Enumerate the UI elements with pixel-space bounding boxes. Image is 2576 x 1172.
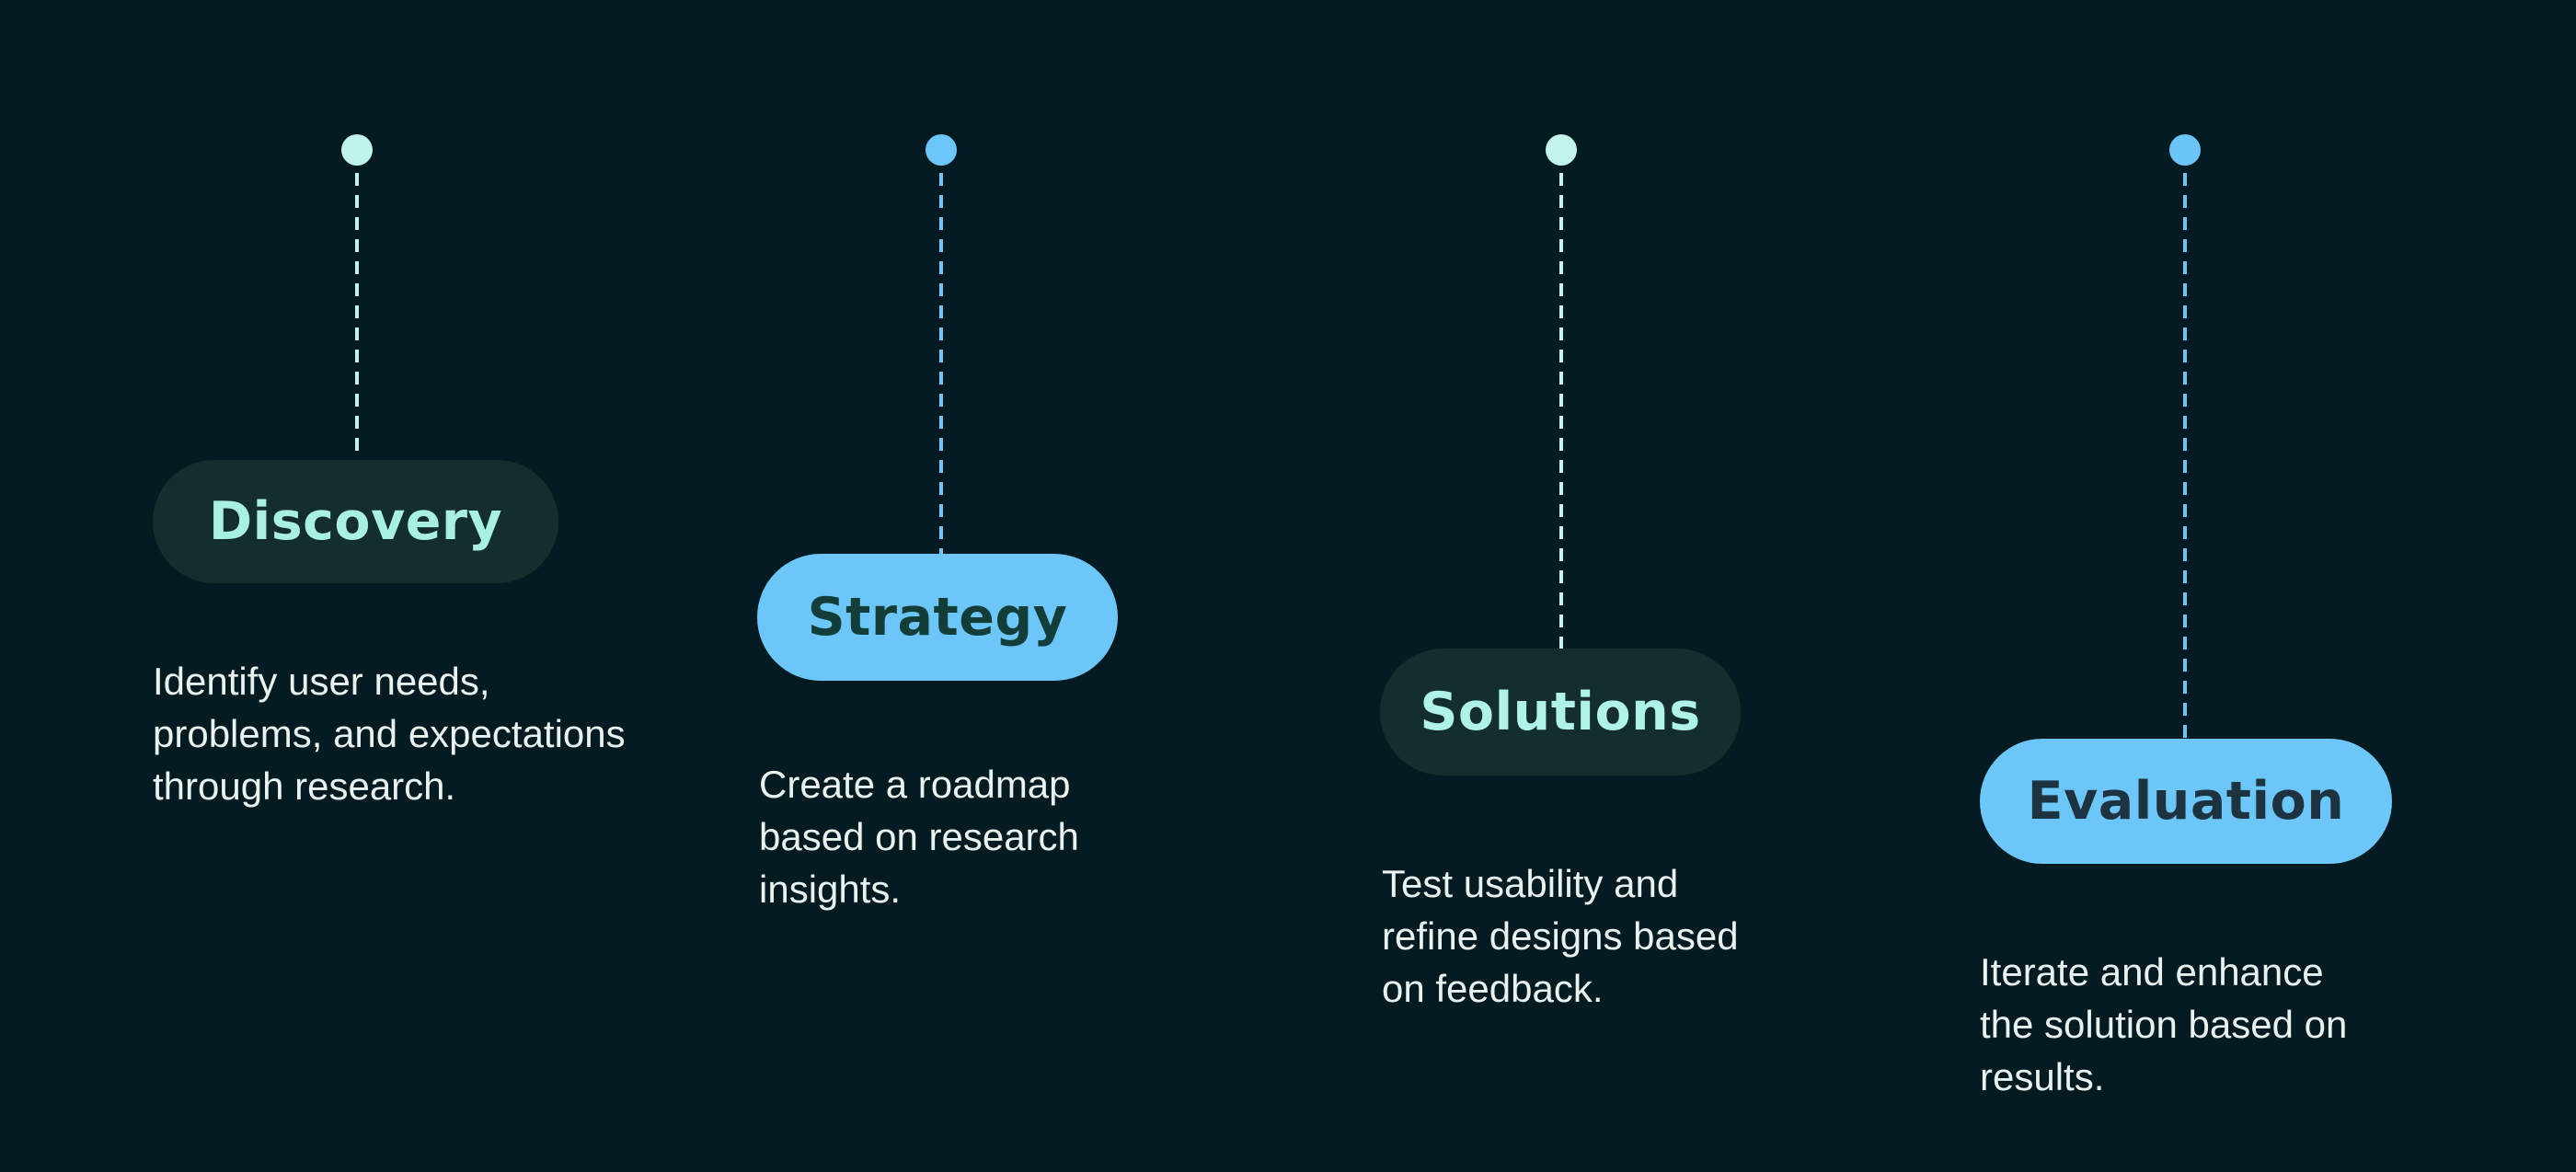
stage-pill-discovery: Discovery	[153, 460, 558, 583]
stage-label: Solutions	[1420, 682, 1701, 742]
timeline-dot	[2169, 134, 2201, 166]
stage-label: Strategy	[807, 587, 1068, 648]
dashed-connector-line	[355, 173, 359, 460]
stage-label: Discovery	[208, 491, 503, 552]
stage-description: Identify user needs, problems, and expec…	[153, 660, 626, 808]
stage-label: Evaluation	[2027, 771, 2345, 832]
timeline-dot	[341, 134, 373, 166]
stage-pill-solutions: Solutions	[1380, 649, 1741, 776]
stage-description: Iterate and enhance the solution based o…	[1980, 950, 2348, 1098]
dashed-connector-line	[2183, 173, 2187, 739]
timeline-dot	[926, 134, 957, 166]
dashed-connector-line	[1559, 173, 1563, 649]
stage-pill-evaluation: Evaluation	[1980, 739, 2392, 864]
stage-description: Create a roadmap based on research insig…	[759, 763, 1079, 911]
dashed-connector-line	[939, 173, 943, 554]
stage-pill-strategy: Strategy	[757, 554, 1118, 681]
stage-description: Test usability and refine designs based …	[1382, 862, 1739, 1010]
timeline-dot	[1546, 134, 1577, 166]
